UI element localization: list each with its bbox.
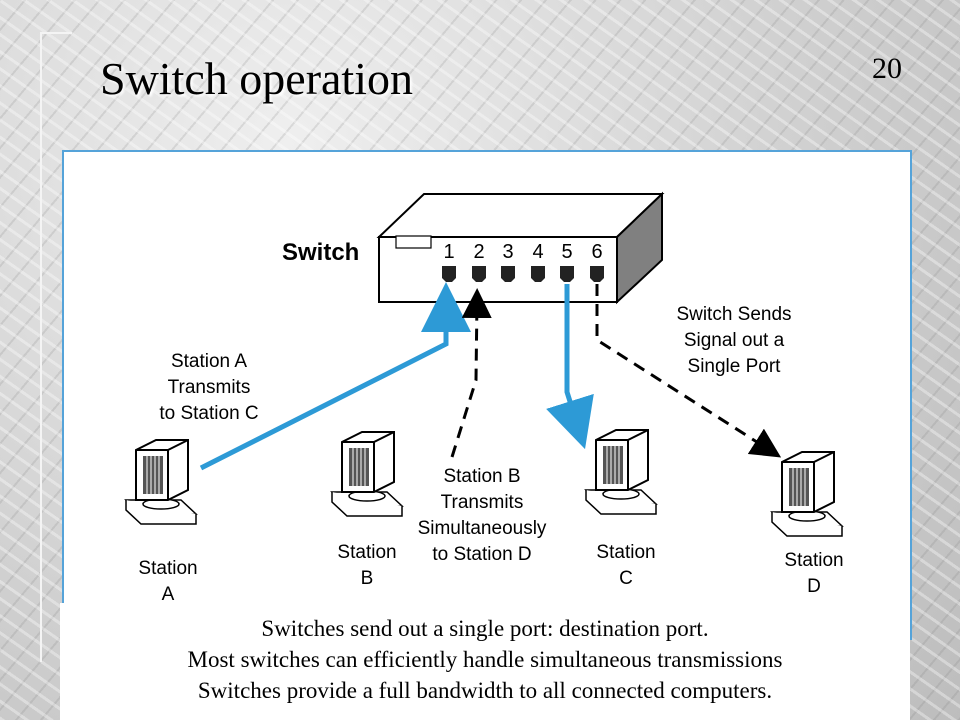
station-a-transmit-annotation: Station A Transmits to Station C bbox=[159, 351, 258, 424]
network-diagram: Switch 1 2 3 4 5 6 bbox=[125, 191, 844, 605]
station-a-label: Station A bbox=[138, 558, 197, 605]
station-a-path bbox=[199, 282, 471, 471]
station-d-label: Station D bbox=[784, 550, 843, 597]
port-label: 3 bbox=[502, 241, 513, 263]
caption-block: Switches send out a single port: destina… bbox=[60, 603, 910, 720]
station-b-computer-icon bbox=[331, 431, 403, 517]
annotation-line: to Station D bbox=[432, 544, 531, 565]
switch-label: Switch bbox=[282, 239, 359, 266]
port-labels: 1 2 3 4 5 6 bbox=[443, 241, 602, 263]
caption-line: Switches send out a single port: destina… bbox=[261, 616, 709, 641]
port-socket bbox=[590, 266, 604, 282]
station-d-computer-icon bbox=[771, 451, 843, 537]
slide-frame-rule bbox=[40, 32, 72, 662]
station-a-computer-icon bbox=[125, 439, 197, 525]
station-label-line: Station bbox=[784, 550, 843, 571]
annotation-line: Single Port bbox=[688, 356, 782, 377]
station-b-label: Station B bbox=[337, 542, 396, 589]
caption-line: Switches provide a full bandwidth to all… bbox=[197, 678, 773, 703]
station-label-line: C bbox=[619, 568, 633, 589]
station-label-line: A bbox=[162, 584, 175, 605]
port-label: 6 bbox=[591, 241, 602, 263]
station-c-computer-icon bbox=[585, 429, 657, 515]
annotation-line: Signal out a bbox=[684, 330, 785, 351]
annotation-line: Simultaneously bbox=[418, 518, 547, 539]
caption-line: Most switches can efficiently handle sim… bbox=[187, 647, 783, 672]
station-c-path bbox=[546, 284, 594, 450]
port-socket bbox=[442, 266, 456, 282]
station-b-path bbox=[450, 288, 492, 458]
slide-title: Switch operation bbox=[100, 53, 413, 104]
port-socket bbox=[560, 266, 574, 282]
annotation-line: Station A bbox=[171, 351, 247, 372]
annotation-line: Switch Sends bbox=[676, 304, 791, 325]
switch-sends-annotation: Switch Sends Signal out a Single Port bbox=[676, 304, 791, 377]
port-label: 4 bbox=[532, 241, 543, 263]
port-socket bbox=[472, 266, 486, 282]
annotation-line: Transmits bbox=[441, 492, 524, 513]
annotation-line: Station B bbox=[443, 466, 520, 487]
switch-box bbox=[376, 191, 665, 305]
page-number: 20 bbox=[872, 52, 902, 85]
port-label: 1 bbox=[443, 241, 454, 263]
station-label-line: D bbox=[807, 576, 821, 597]
port-socket bbox=[531, 266, 545, 282]
station-label-line: Station bbox=[596, 542, 655, 563]
annotation-line: to Station C bbox=[159, 403, 258, 424]
station-b-transmit-annotation: Station B Transmits Simultaneously to St… bbox=[418, 466, 547, 565]
station-label-line: Station bbox=[138, 558, 197, 579]
station-c-label: Station C bbox=[596, 542, 655, 589]
diagram-panel: Switch 1 2 3 4 5 6 bbox=[62, 150, 912, 640]
station-label-line: Station bbox=[337, 542, 396, 563]
port-label: 2 bbox=[473, 241, 484, 263]
port-socket bbox=[501, 266, 515, 282]
annotation-line: Transmits bbox=[168, 377, 251, 398]
port-sockets bbox=[442, 266, 604, 282]
station-label-line: B bbox=[361, 568, 374, 589]
port-label: 5 bbox=[561, 241, 572, 263]
switch-indicator bbox=[395, 235, 432, 249]
